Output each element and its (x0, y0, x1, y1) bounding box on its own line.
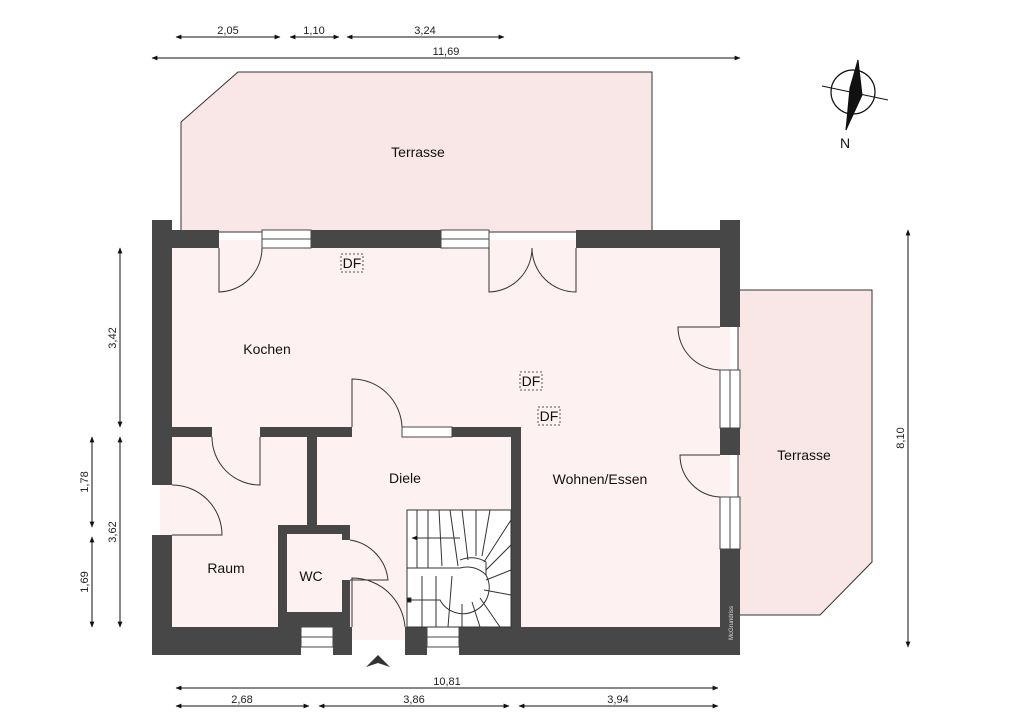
room-label-wc: WC (299, 568, 322, 584)
room-label-room: Raum (207, 560, 244, 576)
room-label-terrace-top: Terrasse (391, 144, 445, 160)
interior-walls (172, 427, 521, 627)
watermark: McGrundriss (729, 606, 735, 640)
doors (171, 247, 721, 628)
dim-top-3: 3,24 (414, 25, 435, 37)
dim-left-1: 3,42 (107, 327, 119, 348)
dim-left-2: 3,62 (107, 521, 119, 542)
room-label-hall: Diele (389, 470, 421, 486)
outer-walls (152, 220, 740, 655)
df-marker: DF (519, 371, 543, 391)
room-label-living: Wohnen/Essen (553, 471, 648, 487)
svg-text:DF: DF (540, 408, 559, 424)
dim-bottom-3: 3,94 (607, 694, 628, 706)
dim-bottom-2: 3,86 (403, 694, 424, 706)
dim-left-inner-1: 1,78 (79, 471, 91, 492)
df-marker: DF (537, 406, 561, 426)
dim-top-2: 1,10 (303, 25, 324, 37)
dim-top-total: 11,69 (433, 46, 460, 58)
dim-top-1: 2,05 (217, 25, 238, 37)
staircase (406, 509, 512, 628)
compass-icon (821, 59, 889, 131)
room-label-terrace-right: Terrasse (777, 447, 831, 463)
room-label-kitchen: Kochen (243, 341, 290, 357)
terrace-top-area (180, 71, 653, 233)
dim-bottom-total: 10,81 (433, 676, 461, 688)
entrance-arrow-icon (366, 655, 390, 667)
df-marker: DF (340, 253, 364, 273)
dim-right: 8,10 (895, 427, 907, 448)
dim-left-inner-2: 1,69 (79, 571, 91, 592)
svg-text:DF: DF (343, 255, 362, 271)
windows (261, 229, 741, 648)
svg-text:DF: DF (522, 373, 541, 389)
compass-north-label: N (840, 135, 850, 151)
dim-bottom-1: 2,68 (231, 694, 252, 706)
dimension-lines (89, 34, 911, 709)
